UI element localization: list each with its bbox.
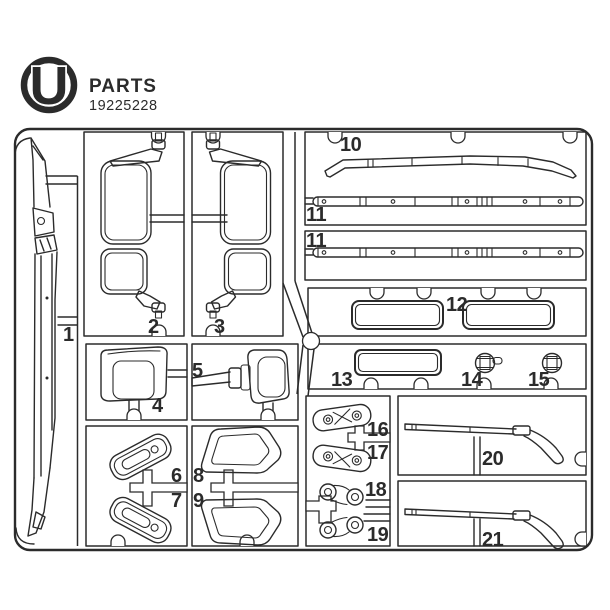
- u-logo: U: [20, 55, 78, 117]
- part-label-3: 3: [214, 316, 225, 338]
- part-8-vent-trim-drawing: [200, 426, 282, 474]
- part-label-14: 14: [461, 369, 484, 391]
- sprue-outer-border: [13, 127, 594, 552]
- part-14-round-cap-drawing: [474, 352, 503, 374]
- sheet-title: PARTS: [89, 76, 157, 97]
- part-6-door-handle-drawing: [105, 429, 176, 485]
- part-label-15: 15: [528, 369, 550, 391]
- part-label-9: 9: [193, 490, 204, 512]
- part-5-arm-mirror-drawing: [191, 349, 290, 404]
- part-label-1: 1: [63, 324, 74, 346]
- part-label-12: 12: [446, 294, 468, 316]
- part-label-21: 21: [482, 529, 504, 551]
- sheet-header: U PARTS 19225228: [20, 55, 158, 117]
- logo-letter: U: [30, 56, 69, 116]
- part-label-8: 8: [193, 465, 204, 487]
- part-label-2: 2: [148, 316, 159, 338]
- part-label-11b: 11: [306, 230, 327, 252]
- part-number: 19225228: [89, 98, 158, 114]
- part-3-mirror-left-drawing: [205, 132, 272, 319]
- part-label-16: 16: [367, 419, 389, 441]
- sprue-frame: [13, 127, 594, 552]
- runner-node: [301, 331, 321, 351]
- part-label-5: 5: [192, 360, 203, 382]
- part-label-17: 17: [367, 442, 389, 464]
- part-label-13: 13: [331, 369, 353, 391]
- part-label-4: 4: [152, 395, 164, 417]
- part-13-glass-plate-drawing: [354, 349, 442, 376]
- part-11-strip-drawing: [312, 196, 584, 207]
- part-label-6: 6: [171, 465, 182, 487]
- part-2-mirror-right-drawing: [100, 132, 166, 319]
- callout-labels: 1 2 3 4 5 6 7 8 9 10 11 11 12 13 14 15 1…: [63, 134, 550, 551]
- part-1-pillar-drawing: [14, 137, 58, 545]
- part-label-10: 10: [340, 134, 362, 156]
- part-10-visor-bar-drawing: [324, 155, 577, 179]
- part-11-strip-drawing-2: [312, 247, 584, 258]
- part-label-18: 18: [365, 479, 387, 501]
- part-label-19: 19: [367, 524, 389, 546]
- header-text: PARTS 19225228: [89, 77, 158, 114]
- part-label-20: 20: [482, 448, 504, 470]
- part-label-11: 11: [306, 204, 327, 226]
- logo-circle: [20, 56, 78, 114]
- part-label-7: 7: [171, 490, 182, 512]
- part-4-wide-mirror-drawing: [100, 346, 168, 402]
